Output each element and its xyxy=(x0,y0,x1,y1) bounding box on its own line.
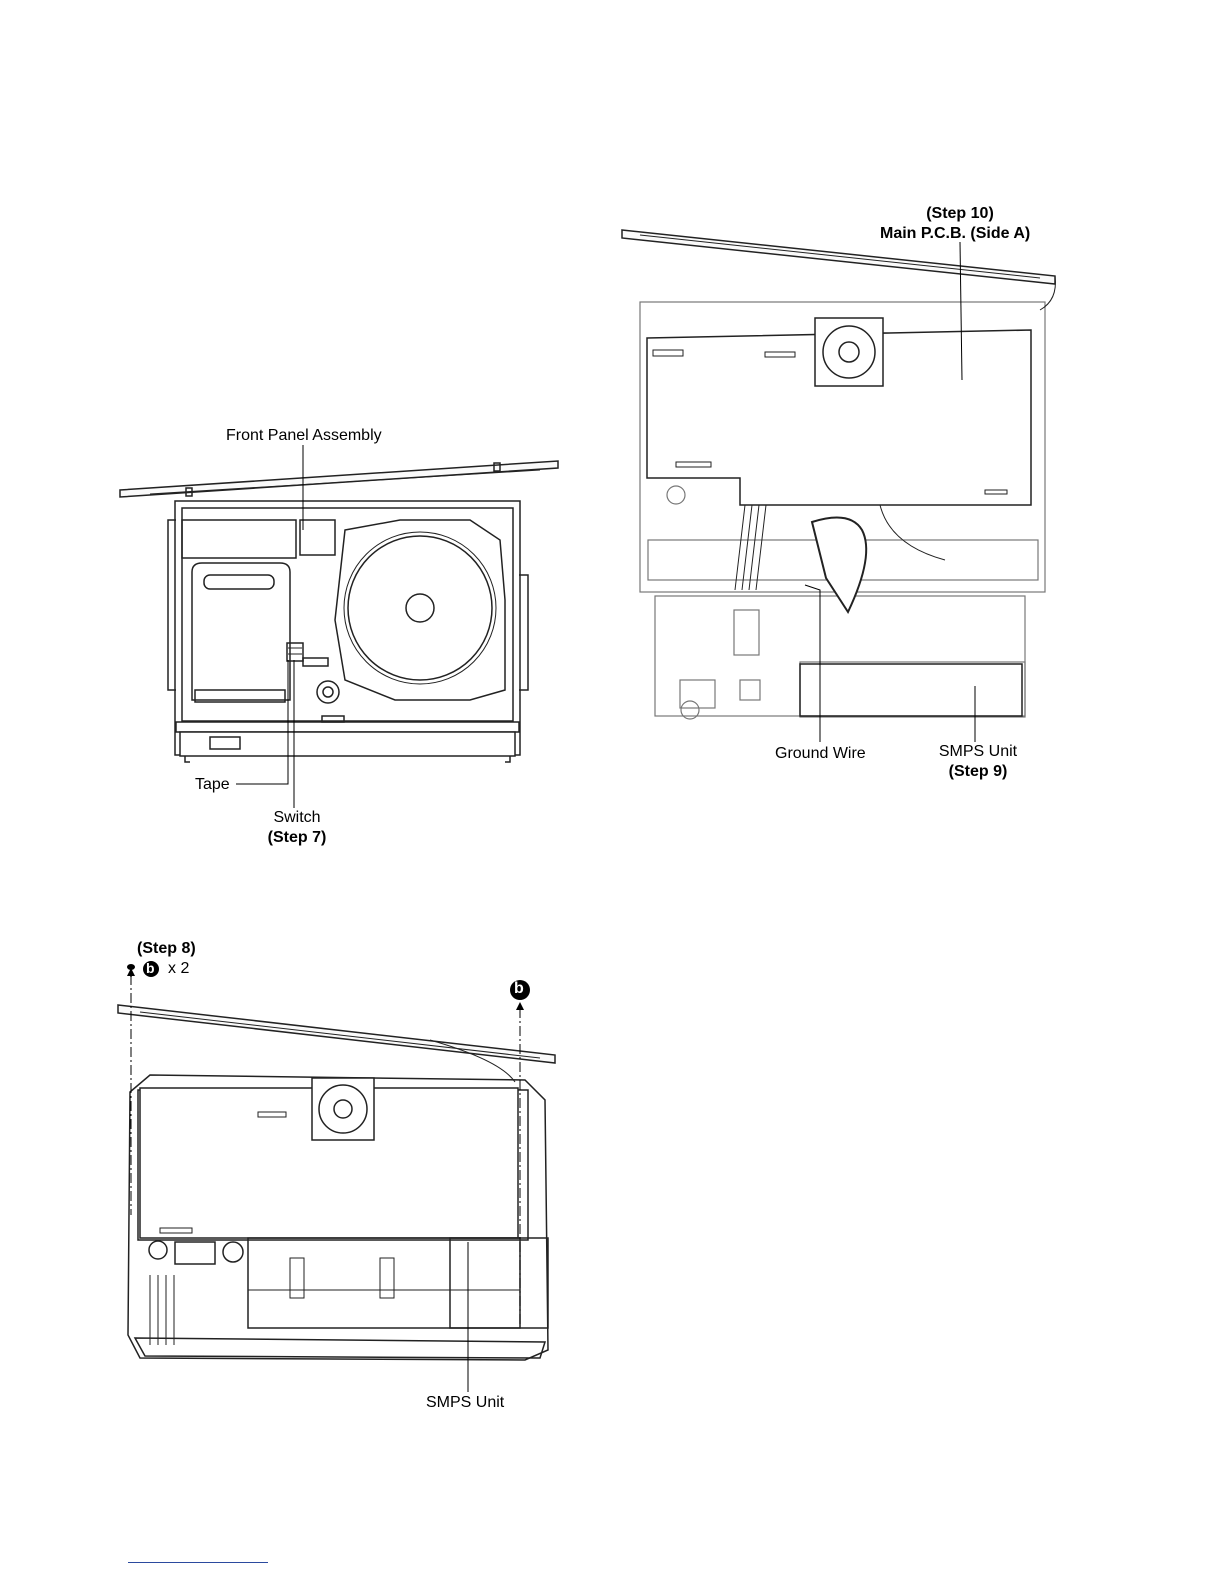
left-unit xyxy=(192,563,290,700)
screw-count-label: x 2 xyxy=(168,959,189,978)
footer-link-underline xyxy=(128,1562,268,1563)
smps-unit-label-fig2: SMPS Unit xyxy=(932,742,1024,761)
switch-label: Switch xyxy=(262,808,332,827)
ground-wire-label: Ground Wire xyxy=(775,744,866,763)
front-panel-bar xyxy=(120,461,558,497)
fan xyxy=(815,318,883,386)
main-pcb xyxy=(140,1088,518,1238)
step9-label: (Step 9) xyxy=(938,762,1018,781)
step10-label: (Step 10) xyxy=(900,204,1020,223)
smps-unit xyxy=(800,664,1022,716)
smps-unit-label-fig3: SMPS Unit xyxy=(426,1393,504,1412)
step7-label: (Step 7) xyxy=(258,828,336,847)
chassis-outline xyxy=(128,1075,548,1360)
front-panel-assembly-label: Front Panel Assembly xyxy=(226,426,382,445)
fan xyxy=(312,1078,374,1140)
step8-label: (Step 8) xyxy=(137,939,196,958)
main-pcb-side-a-label: Main P.C.B. (Side A) xyxy=(880,224,1030,243)
switch xyxy=(287,643,303,661)
tape-label: Tape xyxy=(195,775,230,794)
disc-housing xyxy=(335,520,505,700)
screw-b-letter: b xyxy=(146,959,155,978)
screw-icon xyxy=(127,964,135,977)
disc-plate xyxy=(348,536,492,680)
screw-b-letter-right: b xyxy=(514,979,524,998)
curved-arrow xyxy=(812,518,866,613)
disc-spindle xyxy=(406,594,434,622)
main-pcb xyxy=(647,330,1031,505)
chassis-outline xyxy=(175,501,520,755)
